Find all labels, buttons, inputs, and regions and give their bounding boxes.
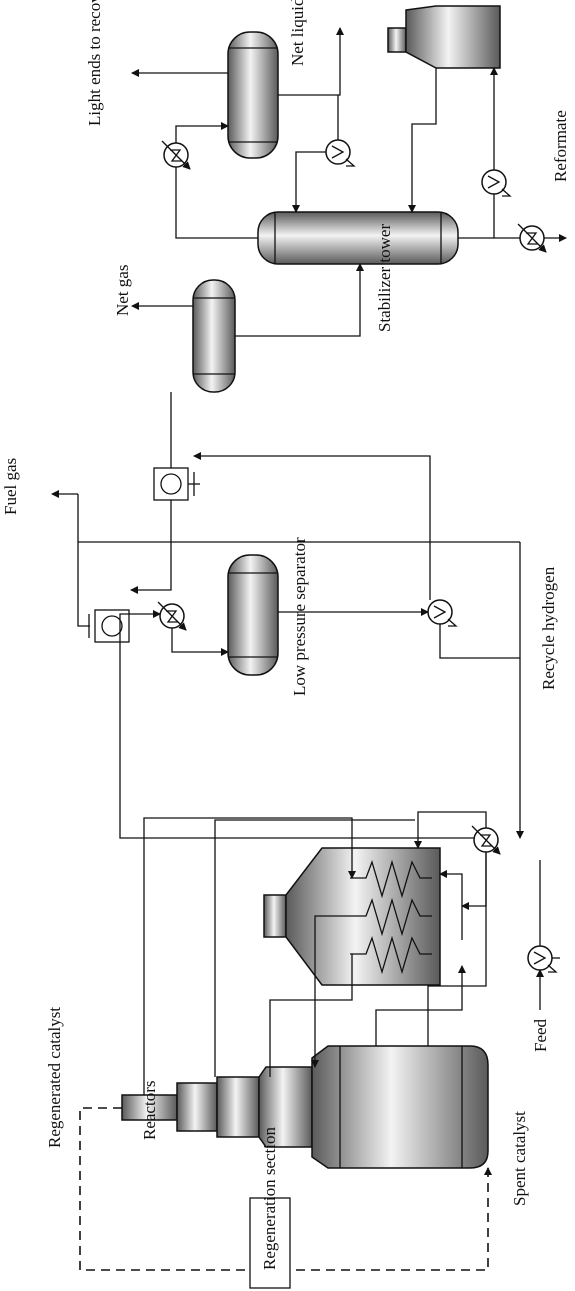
effluent-cooler	[157, 601, 187, 631]
reformate-label: Reformate	[551, 110, 570, 182]
stabilizer-tower-vessel	[257, 211, 459, 265]
fuel-gas-label: Fuel gas	[1, 458, 20, 515]
feed-pump	[527, 945, 558, 973]
net-gas-drum	[192, 279, 236, 393]
stabilizer-tower-label: Stabilizer tower	[375, 224, 394, 332]
low-pressure-separator-vessel	[227, 554, 279, 676]
regeneration-loop	[79, 1107, 492, 1289]
recycle-compressor	[88, 609, 130, 643]
light-ends-label: Light ends to recovery	[85, 0, 104, 126]
feed-effluent-exchanger	[471, 825, 501, 855]
net-liquid-pump	[325, 139, 356, 167]
regenerated-catalyst-label: Regenerated catalyst	[45, 1007, 64, 1148]
net-gas-compressor	[153, 467, 195, 501]
reactors-label: Reactors	[140, 1081, 159, 1140]
separator-pump	[427, 599, 458, 627]
reformate-cooler	[517, 223, 547, 253]
process-piping	[51, 27, 567, 1095]
diagram-labels: Light ends to recovery Net liquid Reform…	[1, 0, 570, 1270]
feed-label: Feed	[531, 1018, 550, 1052]
net-liquid-label: Net liquid	[288, 0, 307, 66]
stacked-reactors	[121, 1045, 489, 1169]
regeneration-section-label: Regeneration section	[260, 1126, 279, 1270]
spent-catalyst-label: Spent catalyst	[510, 1111, 529, 1206]
reactor-furnace	[263, 847, 441, 986]
stabilizer-product-hopper	[387, 5, 501, 69]
light-ends-drum	[227, 31, 279, 159]
regeneration-section-box	[249, 1197, 291, 1289]
low-pressure-separator-label: Low pressure separator	[290, 537, 309, 696]
reflux-pump	[481, 169, 512, 197]
overhead-condenser	[161, 140, 191, 170]
recycle-hydrogen-label: Recycle hydrogen	[539, 566, 558, 690]
net-gas-label: Net gas	[113, 265, 132, 316]
